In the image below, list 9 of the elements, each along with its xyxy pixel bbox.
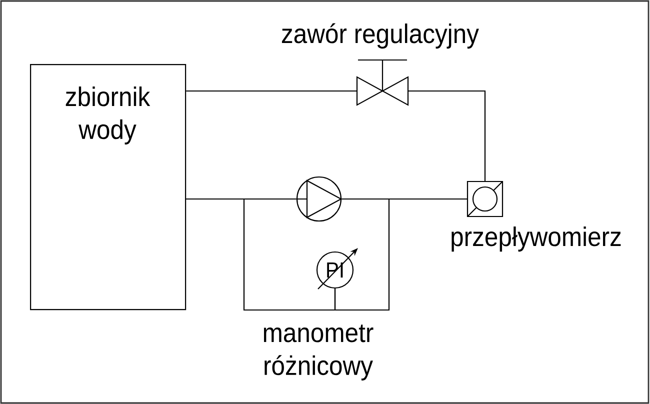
pipe-line (186, 90, 357, 92)
pump-symbol (296, 176, 342, 222)
flowmeter-label: przepływomierz (452, 226, 621, 252)
valve-label: zawór regulacyjny (282, 23, 479, 49)
pipe-line (186, 198, 336, 311)
tank-box: zbiornik wody (30, 64, 186, 310)
gauge-caption: manometr różnicowy (264, 324, 374, 380)
pipe-line (408, 90, 486, 181)
pipe-line (334, 198, 467, 311)
